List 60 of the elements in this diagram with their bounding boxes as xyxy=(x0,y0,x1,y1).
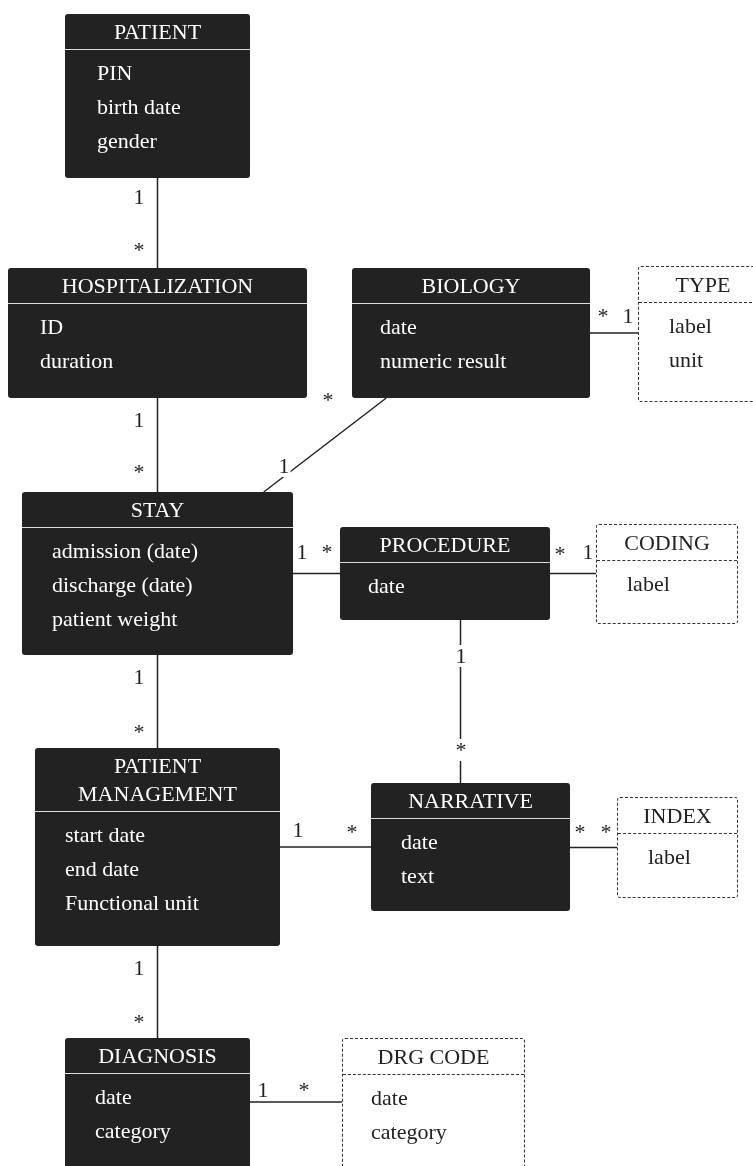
connector-line xyxy=(549,572,597,575)
attribute-text: text xyxy=(400,862,435,890)
multiplicity-label: 1 xyxy=(454,645,468,667)
attribute-text: date xyxy=(94,1083,133,1111)
entity-name: INDEX xyxy=(618,798,737,834)
entity-name: PATIENT MANAGEMENT xyxy=(35,748,280,812)
connector-line xyxy=(569,846,618,849)
attribute-text: end date xyxy=(64,855,140,883)
attribute-text: numeric result xyxy=(379,347,508,375)
connector-line xyxy=(156,397,159,493)
attribute-text: unit xyxy=(668,346,705,374)
attribute-text: date xyxy=(379,313,418,341)
attribute-text: PIN xyxy=(96,59,134,87)
attribute-text: birth date xyxy=(96,93,182,121)
entity-box xyxy=(65,1038,250,1166)
multiplicity-label: * xyxy=(454,739,468,761)
entity-name: DRG CODE xyxy=(343,1039,524,1075)
entity-box xyxy=(596,524,738,624)
entity-name: DIAGNOSIS xyxy=(65,1038,250,1074)
entity-box xyxy=(8,268,307,398)
attribute-text: ID xyxy=(39,313,65,341)
entity-box xyxy=(371,783,570,911)
attribute-text: Functional unit xyxy=(64,889,200,917)
entity-box xyxy=(35,748,280,946)
attribute-text: date xyxy=(367,572,406,600)
connector-line xyxy=(292,572,341,575)
attribute-text: category xyxy=(370,1118,448,1146)
attribute-text: gender xyxy=(96,127,158,155)
connector-line xyxy=(156,654,159,749)
entity-name: TYPE xyxy=(639,267,753,303)
attribute-text: start date xyxy=(64,821,147,849)
entity-name: PROCEDURE xyxy=(340,527,550,563)
entity-name: CODING xyxy=(597,525,737,561)
entity-box xyxy=(22,492,293,655)
entity-box xyxy=(65,14,250,178)
entity-name: BIOLOGY xyxy=(352,268,590,304)
entity-box xyxy=(340,527,550,620)
entity-name: HOSPITALIZATION xyxy=(8,268,307,304)
connector-line xyxy=(156,945,159,1039)
entity-box xyxy=(617,797,738,898)
entity-box xyxy=(352,268,590,398)
entity-name: PATIENT xyxy=(65,14,250,50)
attribute-text: admission (date) xyxy=(51,537,200,565)
entity-name: NARRATIVE xyxy=(371,783,570,819)
connector-line xyxy=(279,846,372,848)
attribute-text: duration xyxy=(39,347,115,375)
attribute-text: label xyxy=(626,570,671,598)
connector-line xyxy=(156,177,159,269)
entity-name: STAY xyxy=(22,492,293,528)
attribute-text: category xyxy=(94,1117,172,1145)
connector-line xyxy=(249,1101,343,1103)
entity-box xyxy=(342,1038,525,1166)
attribute-text: discharge (date) xyxy=(51,571,194,599)
connector-line xyxy=(263,397,387,493)
connector-line xyxy=(589,332,639,334)
attribute-text: date xyxy=(400,828,439,856)
attribute-text: patient weight xyxy=(51,605,179,633)
attribute-text: label xyxy=(668,312,713,340)
attribute-text: date xyxy=(370,1084,409,1112)
attribute-text: label xyxy=(647,843,692,871)
